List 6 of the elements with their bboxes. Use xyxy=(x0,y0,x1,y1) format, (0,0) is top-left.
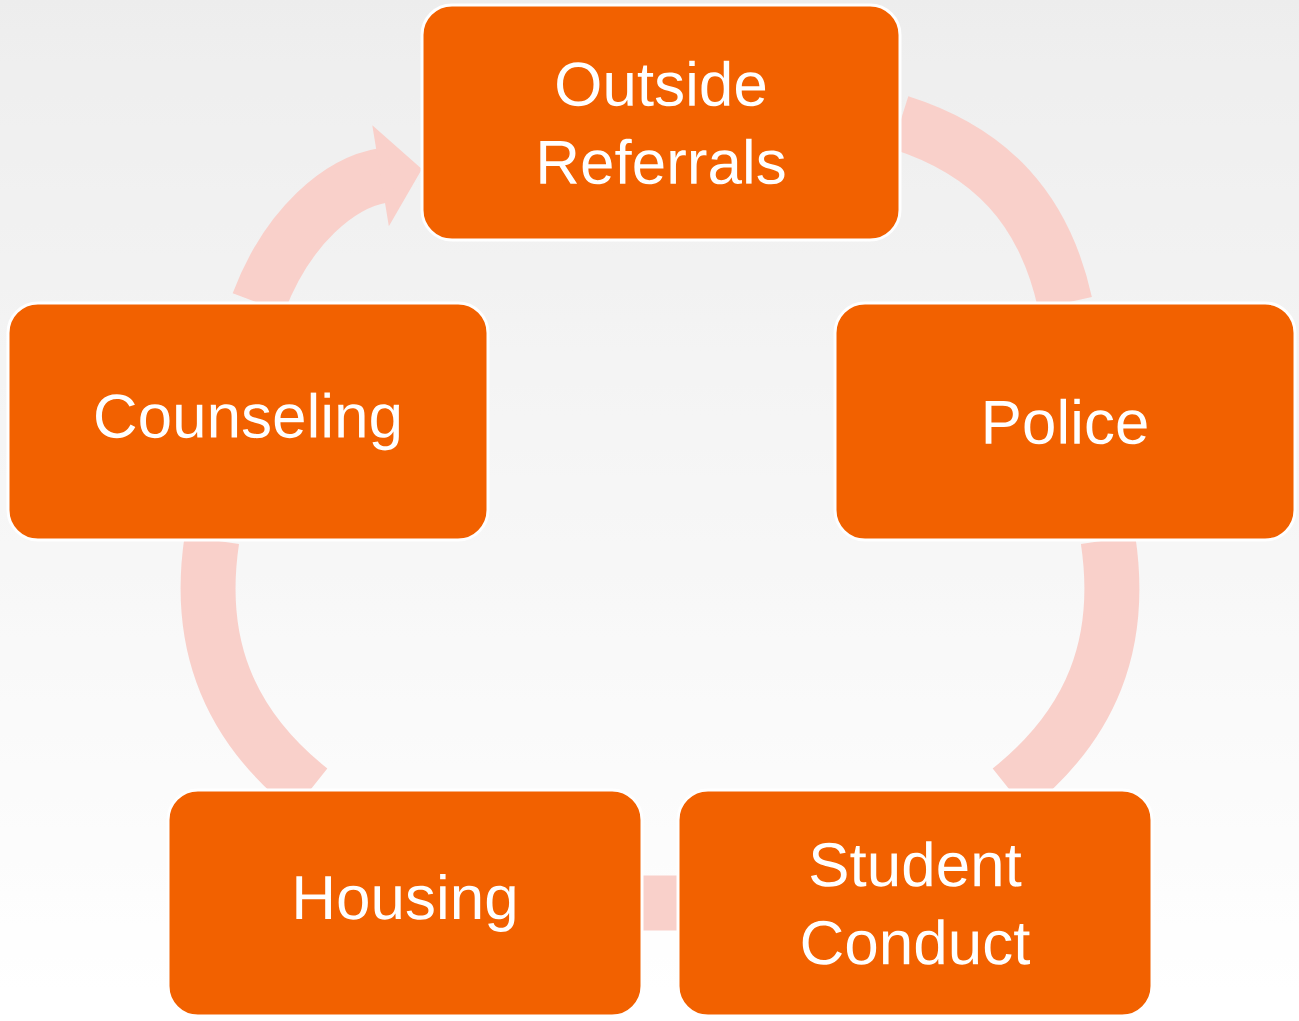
process-box: Police xyxy=(833,301,1297,542)
process-box: Outside Referrals xyxy=(420,3,902,242)
connector xyxy=(642,875,678,931)
process-box: Counseling xyxy=(6,301,490,542)
process-box: Housing xyxy=(166,788,644,1018)
process-box: Student Conduct xyxy=(676,788,1154,1018)
